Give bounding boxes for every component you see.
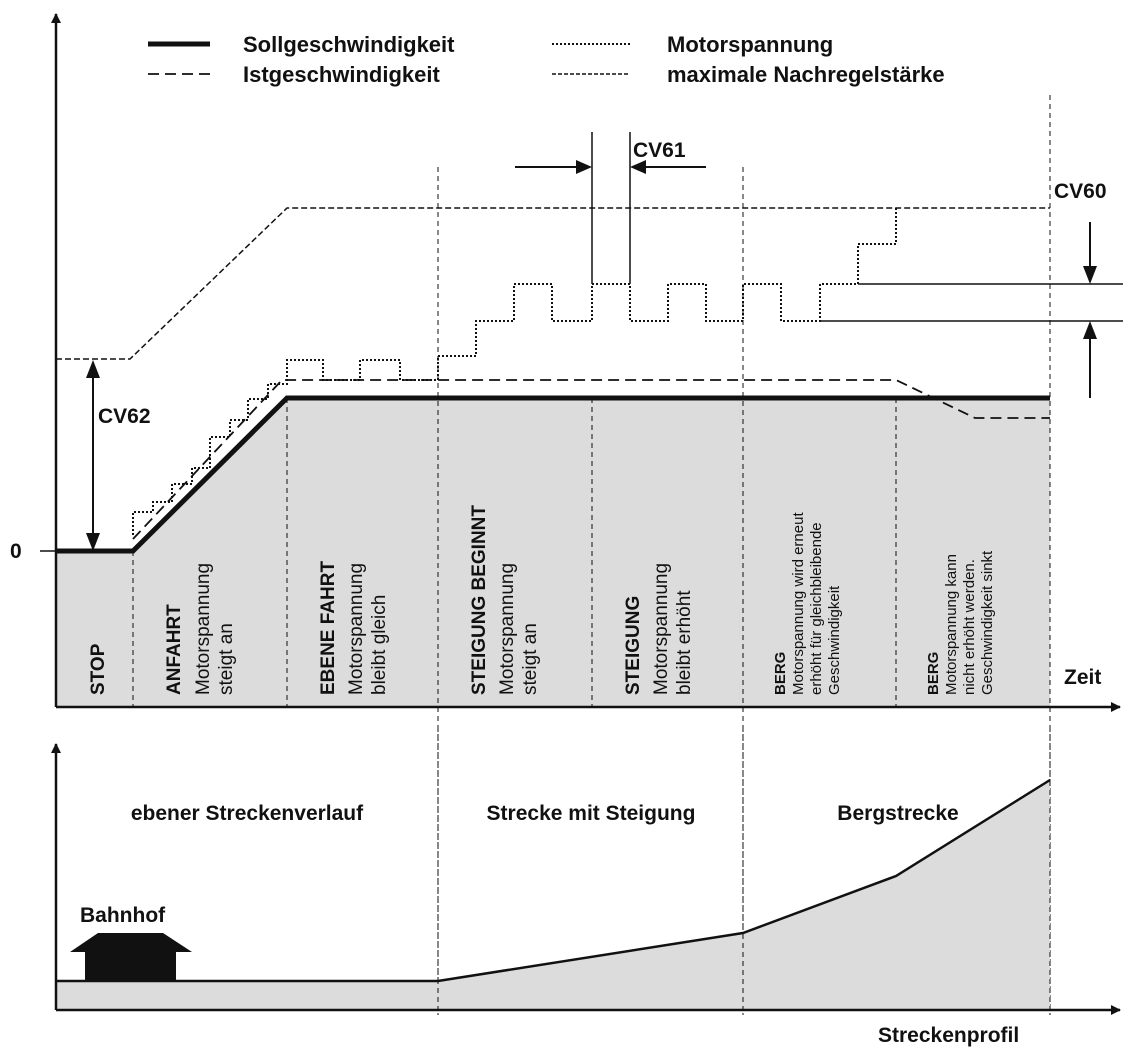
phase-steigung-line1: Motorspannung	[651, 563, 672, 695]
cv60-label: CV60	[1054, 180, 1107, 203]
phase-steigung-title: STEIGUNG	[623, 596, 644, 695]
max-regulation-line	[56, 207, 1050, 360]
track-profile-line	[56, 778, 1051, 983]
actual-speed-line	[132, 379, 1050, 540]
cv61-marker	[515, 132, 706, 284]
phase-separators	[132, 398, 897, 707]
target-speed-line	[56, 395, 1050, 554]
section-eben-label: ebener Streckenverlauf	[131, 802, 364, 825]
cv62-label: CV62	[98, 405, 151, 428]
phase-berg1-title: BERG	[772, 652, 789, 695]
phase-berg1: BERG Motorspannung wird erneut erhöht fü…	[772, 512, 843, 695]
legend-ist-label: Istgeschwindigkeit	[243, 62, 440, 87]
phase-berg1-line3: Geschwindigkeit	[826, 585, 843, 695]
phase-steigung-line2: bleibt erhöht	[674, 590, 695, 695]
section-steigung-label: Strecke mit Steigung	[487, 802, 696, 825]
phase-anfahrt: ANFAHRT Motorspannung steigt an	[164, 563, 237, 695]
legend-max-label: maximale Nachregelstärke	[667, 62, 945, 87]
phase-steigung-beginnt-line1: Motorspannung	[497, 563, 518, 695]
phase-ebene: EBENE FAHRT Motorspannung bleibt gleich	[318, 561, 390, 695]
phase-berg2-line2: nicht erhöht werden.	[961, 559, 978, 695]
phase-berg2-line3: Geschwindigkeit sinkt	[979, 550, 996, 695]
cv61-label: CV61	[633, 139, 686, 162]
speed-area-fill	[56, 398, 1050, 707]
phase-berg1-line2: erhöht für gleichbleibende	[808, 522, 825, 695]
phase-steigung-beginnt-title: STEIGUNG BEGINNT	[469, 505, 490, 695]
phase-anfahrt-title: ANFAHRT	[164, 604, 185, 695]
profile-section-separators	[437, 727, 1051, 1015]
cv60-marker	[820, 222, 1123, 398]
phase-stop-title: STOP	[88, 643, 109, 695]
track-profile-fill	[56, 727, 1050, 1010]
phase-steigung-beginnt: STEIGUNG BEGINNT Motorspannung steigt an	[469, 505, 541, 695]
phase-steigung: STEIGUNG Motorspannung bleibt erhöht	[623, 563, 695, 695]
phase-anfahrt-line2: steigt an	[216, 623, 237, 695]
zero-label: 0	[10, 540, 22, 563]
phase-berg2-title: BERG	[925, 652, 942, 695]
phase-berg2: BERG Motorspannung kann nicht erhöht wer…	[925, 550, 996, 695]
phase-berg2-line1: Motorspannung kann	[943, 554, 960, 695]
bahnhof-label: Bahnhof	[80, 904, 166, 927]
section-berg-label: Bergstrecke	[837, 802, 958, 825]
phase-berg1-line1: Motorspannung wird erneut	[790, 512, 807, 695]
zeit-label: Zeit	[1064, 666, 1101, 689]
phase-steigung-beginnt-line2: steigt an	[520, 623, 541, 695]
phase-anfahrt-line1: Motorspannung	[193, 563, 214, 695]
bahnhof-icon	[70, 933, 192, 981]
motor-voltage-line	[132, 208, 897, 535]
phase-ebene-line2: bleibt gleich	[369, 595, 390, 695]
legend-soll-label: Sollgeschwindigkeit	[243, 32, 455, 57]
legend: Sollgeschwindigkeit Istgeschwindigkeit M…	[148, 32, 945, 87]
phase-ebene-title: EBENE FAHRT	[318, 561, 339, 695]
phase-ebene-line1: Motorspannung	[346, 563, 367, 695]
legend-motor-label: Motorspannung	[667, 32, 833, 57]
streckenprofil-label: Streckenprofil	[878, 1024, 1019, 1047]
